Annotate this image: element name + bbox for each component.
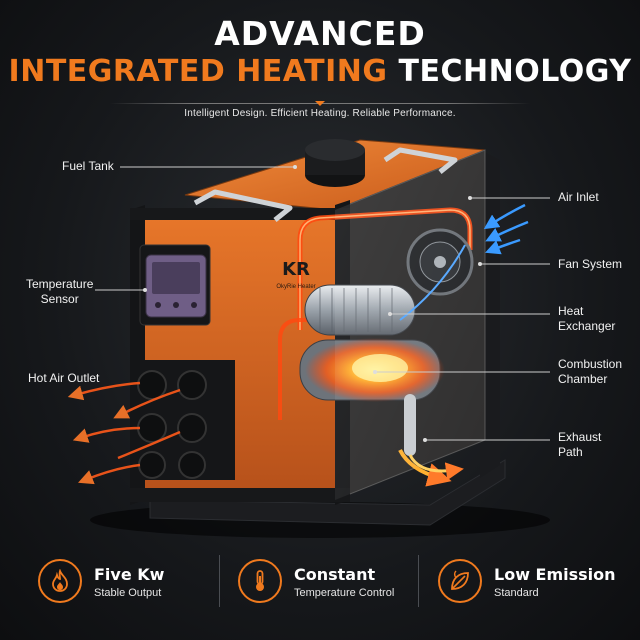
handle-left [193, 189, 293, 222]
headline-white-part: TECHNOLOGY [398, 54, 632, 89]
headline-orange-part: INTEGRATED HEATING [8, 54, 388, 89]
subtitle: Intelligent Design. Efficient Heating. R… [184, 108, 456, 119]
leaf-icon [438, 559, 482, 603]
thermometer-icon [238, 559, 282, 603]
feature-temperature-subtitle: Temperature Control [294, 587, 395, 599]
feature-divider [418, 555, 419, 607]
callout-air-inlet: Air Inlet [558, 190, 599, 204]
callout-exhaust-path-line2: Path [558, 445, 583, 459]
callout-hot-air-outlet: Hot Air Outlet [28, 371, 100, 385]
feature-emission-subtitle: Standard [494, 587, 539, 599]
callout-heat-exchanger-line2: Exchanger [558, 319, 616, 333]
feature-power-subtitle: Stable Output [94, 587, 162, 599]
brand-logo: KR OkyRie Heater [276, 259, 315, 290]
callout-exhaust-path-line1: Exhaust [558, 430, 602, 444]
feature-power-title: Five Kw [94, 565, 165, 584]
callout-fuel-tank: Fuel Tank [62, 159, 114, 173]
callout-exhaust-path: Exhaust Path [558, 430, 601, 460]
subtitle-notch-icon [315, 101, 325, 106]
callout-temperature-sensor-line2: Sensor [40, 292, 79, 306]
callout-combustion-chamber-line1: Combustion [558, 357, 623, 371]
callout-heat-exchanger-line1: Heat [558, 304, 584, 318]
feature-temperature-title: Constant [294, 565, 376, 584]
callout-temperature-sensor-line1: Temperature [26, 277, 94, 291]
callout-fan-system: Fan System [558, 257, 623, 271]
flame-icon [38, 559, 82, 603]
callout-combustion-chamber: Combustion Chamber [558, 357, 622, 387]
base-plate [149, 459, 506, 526]
handle-right [383, 147, 458, 174]
hot-air-outlets [67, 360, 235, 485]
feature-strip: Five Kw Stable Output Constant Temperatu… [0, 545, 640, 640]
callout-combustion-chamber-line2: Chamber [558, 372, 608, 386]
callout-heat-exchanger: Heat Exchanger [558, 304, 615, 334]
logo-text: OkyRie Heater [276, 284, 315, 290]
feature-divider [219, 555, 220, 607]
callout-temperature-sensor: Temperature Sensor [26, 277, 93, 307]
headline-main: INTEGRATED HEATING TECHNOLOGY [0, 54, 640, 89]
feature-emission-title: Low Emission [494, 565, 616, 584]
headline-advanced: ADVANCED [214, 14, 426, 53]
logo-letters: KR [282, 259, 310, 280]
